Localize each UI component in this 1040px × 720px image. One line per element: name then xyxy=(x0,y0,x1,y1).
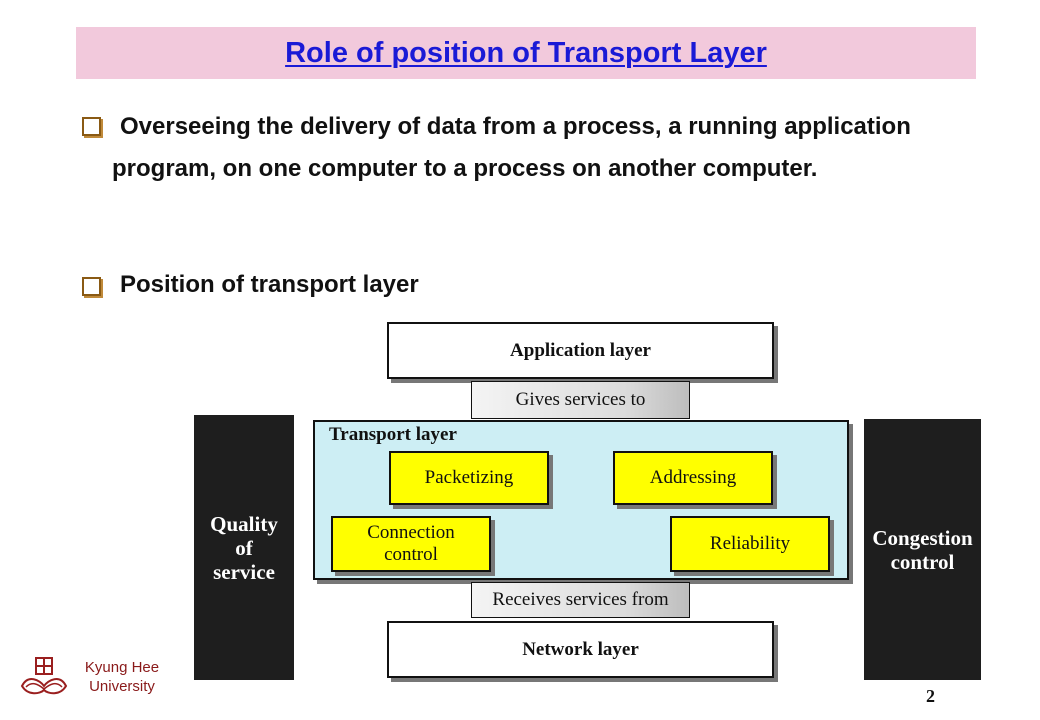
addressing-label: Addressing xyxy=(649,467,737,488)
reliability-label: Reliability xyxy=(709,533,791,554)
title-banner: Role of position of Transport Layer xyxy=(76,27,976,79)
connection-control-label: Connection control xyxy=(367,522,455,565)
transport-layer-label: Transport layer xyxy=(329,424,457,445)
bullet-text-1: Overseeing the delivery of data from a p… xyxy=(112,106,912,190)
receives-services-from-label: Receives services from xyxy=(492,589,669,610)
page-number: 2 xyxy=(926,686,935,706)
application-layer-label: Application layer xyxy=(510,339,651,361)
university-name: Kyung Hee University xyxy=(84,659,160,695)
gives-services-to-label: Gives services to xyxy=(515,389,646,410)
bullet-text-2: Position of transport layer xyxy=(120,264,419,306)
addressing-box: Addressing xyxy=(613,451,773,505)
receives-services-from-box: Receives services from xyxy=(471,582,690,618)
connection-control-box: Connection control xyxy=(331,516,491,572)
slide-title: Role of position of Transport Layer xyxy=(285,36,767,69)
gives-services-to-box: Gives services to xyxy=(471,381,690,419)
reliability-box: Reliability xyxy=(670,516,830,572)
quality-of-service-bar: Quality of service xyxy=(194,415,294,680)
congestion-control-label: Congestion control xyxy=(872,525,973,574)
congestion-control-bar: Congestion control xyxy=(864,419,981,680)
network-layer-box: Network layer xyxy=(387,621,774,678)
packetizing-box: Packetizing xyxy=(389,451,549,505)
checkbox-bullet-icon xyxy=(82,277,101,296)
network-layer-label: Network layer xyxy=(522,638,639,660)
university-logo xyxy=(18,656,70,700)
application-layer-box: Application layer xyxy=(387,322,774,379)
quality-of-service-label: Quality of service xyxy=(210,511,278,584)
checkbox-bullet-icon xyxy=(82,117,101,136)
bullet-text-2-content: Position of transport layer xyxy=(120,271,419,298)
bullet-text-1-content: Overseeing the delivery of data from a p… xyxy=(112,113,911,182)
packetizing-label: Packetizing xyxy=(424,467,514,488)
